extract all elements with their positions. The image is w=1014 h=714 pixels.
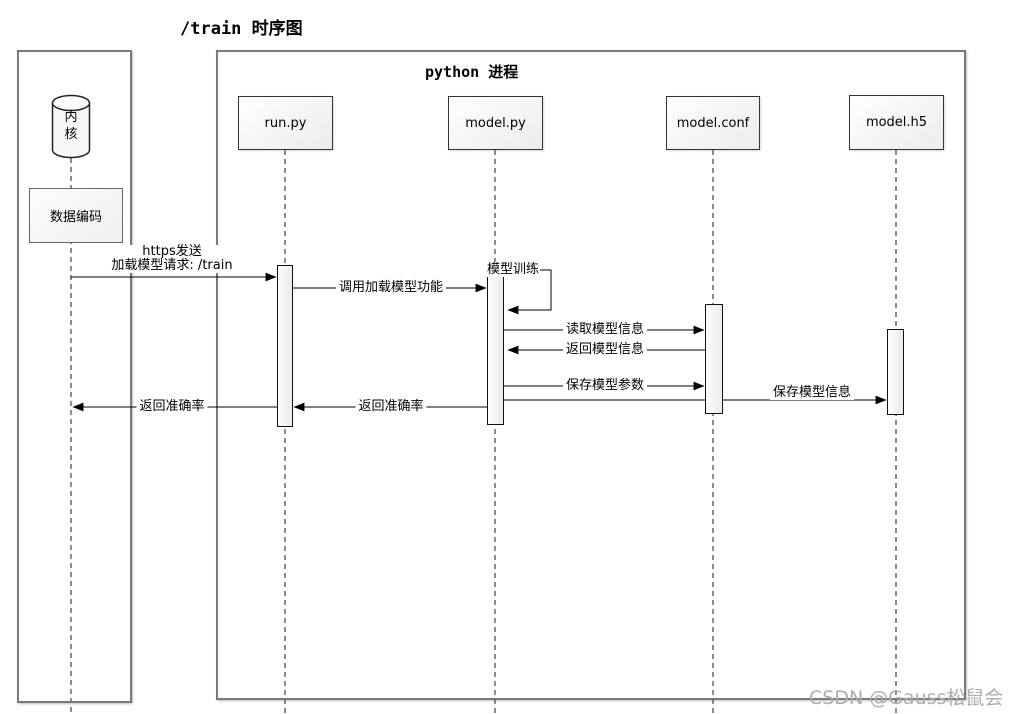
participant-data-encode-label: 数据编码 xyxy=(49,210,102,225)
activation-model-h5 xyxy=(887,329,904,415)
message-label-load-request: https发送 加载模型请求: /train xyxy=(108,244,236,273)
activation-run-py xyxy=(277,265,293,427)
message-label-load-request-line1: https发送 xyxy=(142,244,202,259)
message-label-return-accuracy-outer: 返回准确率 xyxy=(136,399,208,414)
message-label-model-train: 模型训练 xyxy=(486,262,541,277)
python-frame-label: python 进程 xyxy=(425,63,519,81)
message-label-return-model-info: 返回模型信息 xyxy=(562,342,648,357)
participant-run-py-label: run.py xyxy=(264,115,307,131)
participant-model-py: model.py xyxy=(448,96,543,150)
message-label-return-accuracy-inner: 返回准确率 xyxy=(355,399,427,414)
kernel-frame xyxy=(17,50,132,703)
python-process-frame xyxy=(216,50,966,700)
message-label-load-request-line2: 加载模型请求: /train xyxy=(111,258,233,273)
message-label-save-model-params: 保存模型参数 xyxy=(562,378,648,393)
participant-run-py: run.py xyxy=(238,96,333,150)
csdn-watermark: CSDN @Gauss松鼠会 xyxy=(809,687,1004,709)
participant-model-h5-label: model.h5 xyxy=(865,115,928,130)
activation-model-conf xyxy=(705,304,723,414)
activation-model-py xyxy=(487,273,504,425)
participant-model-py-label: model.py xyxy=(465,115,526,131)
diagram-title: /train 时序图 xyxy=(180,19,303,39)
message-label-read-model-info: 读取模型信息 xyxy=(562,322,648,337)
kernel-cylinder-icon xyxy=(51,93,91,165)
message-label-save-model-info: 保存模型信息 xyxy=(769,385,855,400)
participant-data-encode: 数据编码 xyxy=(29,188,123,243)
participant-kernel-label: 内核 xyxy=(64,110,78,142)
participant-model-h5: model.h5 xyxy=(849,95,944,150)
participant-model-conf: model.conf xyxy=(666,96,760,150)
participant-model-conf-label: model.conf xyxy=(676,115,750,131)
message-label-call-load-model: 调用加载模型功能 xyxy=(335,280,447,295)
